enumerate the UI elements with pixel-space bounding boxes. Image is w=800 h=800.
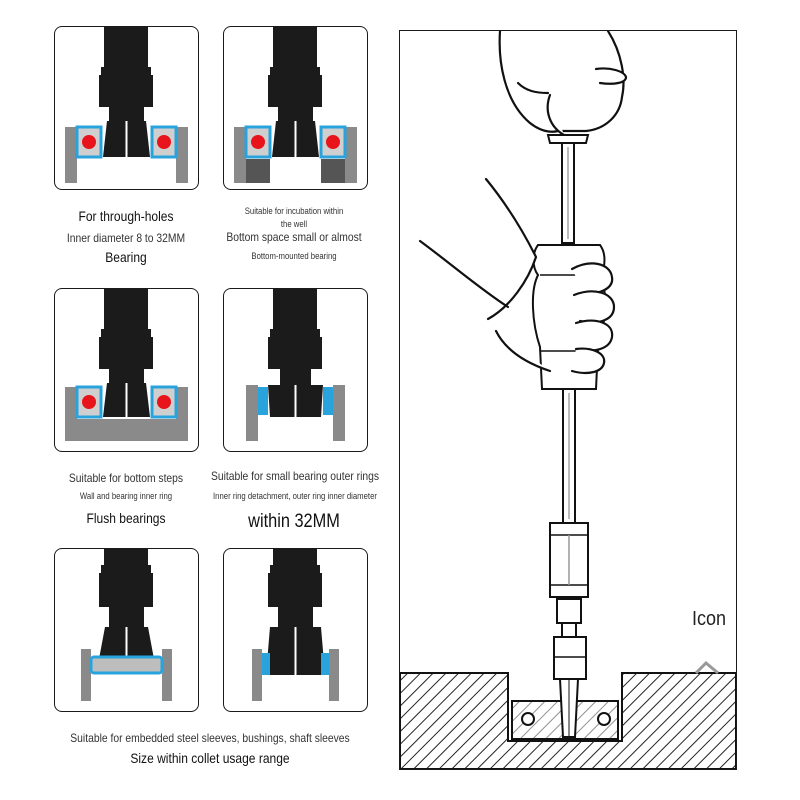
caption-2-line3: Bottom space small or almost: [226, 230, 362, 244]
diagram-panel-bushing: [223, 548, 368, 712]
caption-3-line1: Suitable for bottom steps: [68, 471, 184, 485]
caption-4-title: within 32MM: [248, 511, 340, 532]
workpiece-block: [400, 672, 736, 769]
caption-2-line2: the well: [280, 219, 308, 229]
caption-2-line1: Suitable for incubation within: [244, 206, 344, 216]
slide-hammer-illustration: [399, 30, 737, 770]
lower-hand-drawing: [418, 177, 616, 374]
diagram-panel-steel-sleeve: [54, 548, 199, 712]
caption-3-line2: Wall and bearing inner ring: [79, 491, 173, 501]
caption-4-line1: Suitable for small bearing outer rings: [210, 469, 380, 483]
caption-1-subject: Bearing: [105, 249, 147, 265]
caption-5-title: Size within collet usage range: [130, 750, 290, 766]
caption-3-title: Flush bearings: [86, 510, 166, 526]
caption-5-line1: Suitable for embedded steel sleeves, bus…: [70, 731, 350, 745]
diagram-panel-flush-bearing: [54, 288, 199, 452]
caption-1-detail: Inner diameter 8 to 32MM: [66, 231, 186, 245]
illustration-label: Icon: [692, 608, 727, 630]
diagram-panel-outer-ring: [223, 288, 368, 452]
caption-4-line2: Inner ring detachment, outer ring inner …: [213, 491, 377, 501]
caption-2-line4: Bottom-mounted bearing: [251, 251, 337, 261]
caption-1-title: For through-holes: [78, 208, 174, 224]
diagram-panel-through-hole: [54, 26, 199, 190]
upper-hand-drawing: [498, 31, 628, 137]
diagram-panel-bottom-mounted: [223, 26, 368, 190]
